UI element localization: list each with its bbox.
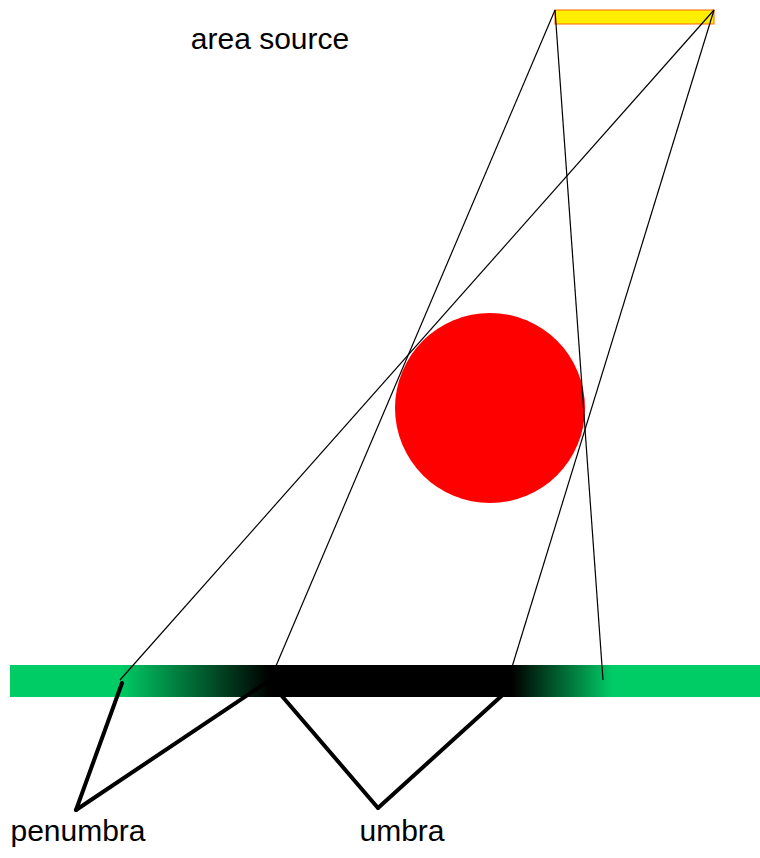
area-source [555,10,714,24]
source-label: area source [191,24,349,54]
leader-lines [76,680,508,810]
umbra-region [270,665,512,697]
occluder-sphere [395,313,585,503]
umbra-label: umbra [359,816,444,846]
penumbra-right [512,665,612,697]
penumbra-left [120,665,270,697]
light-rays [120,10,714,680]
ground-plane [10,665,760,697]
penumbra-label: penumbra [10,816,145,846]
